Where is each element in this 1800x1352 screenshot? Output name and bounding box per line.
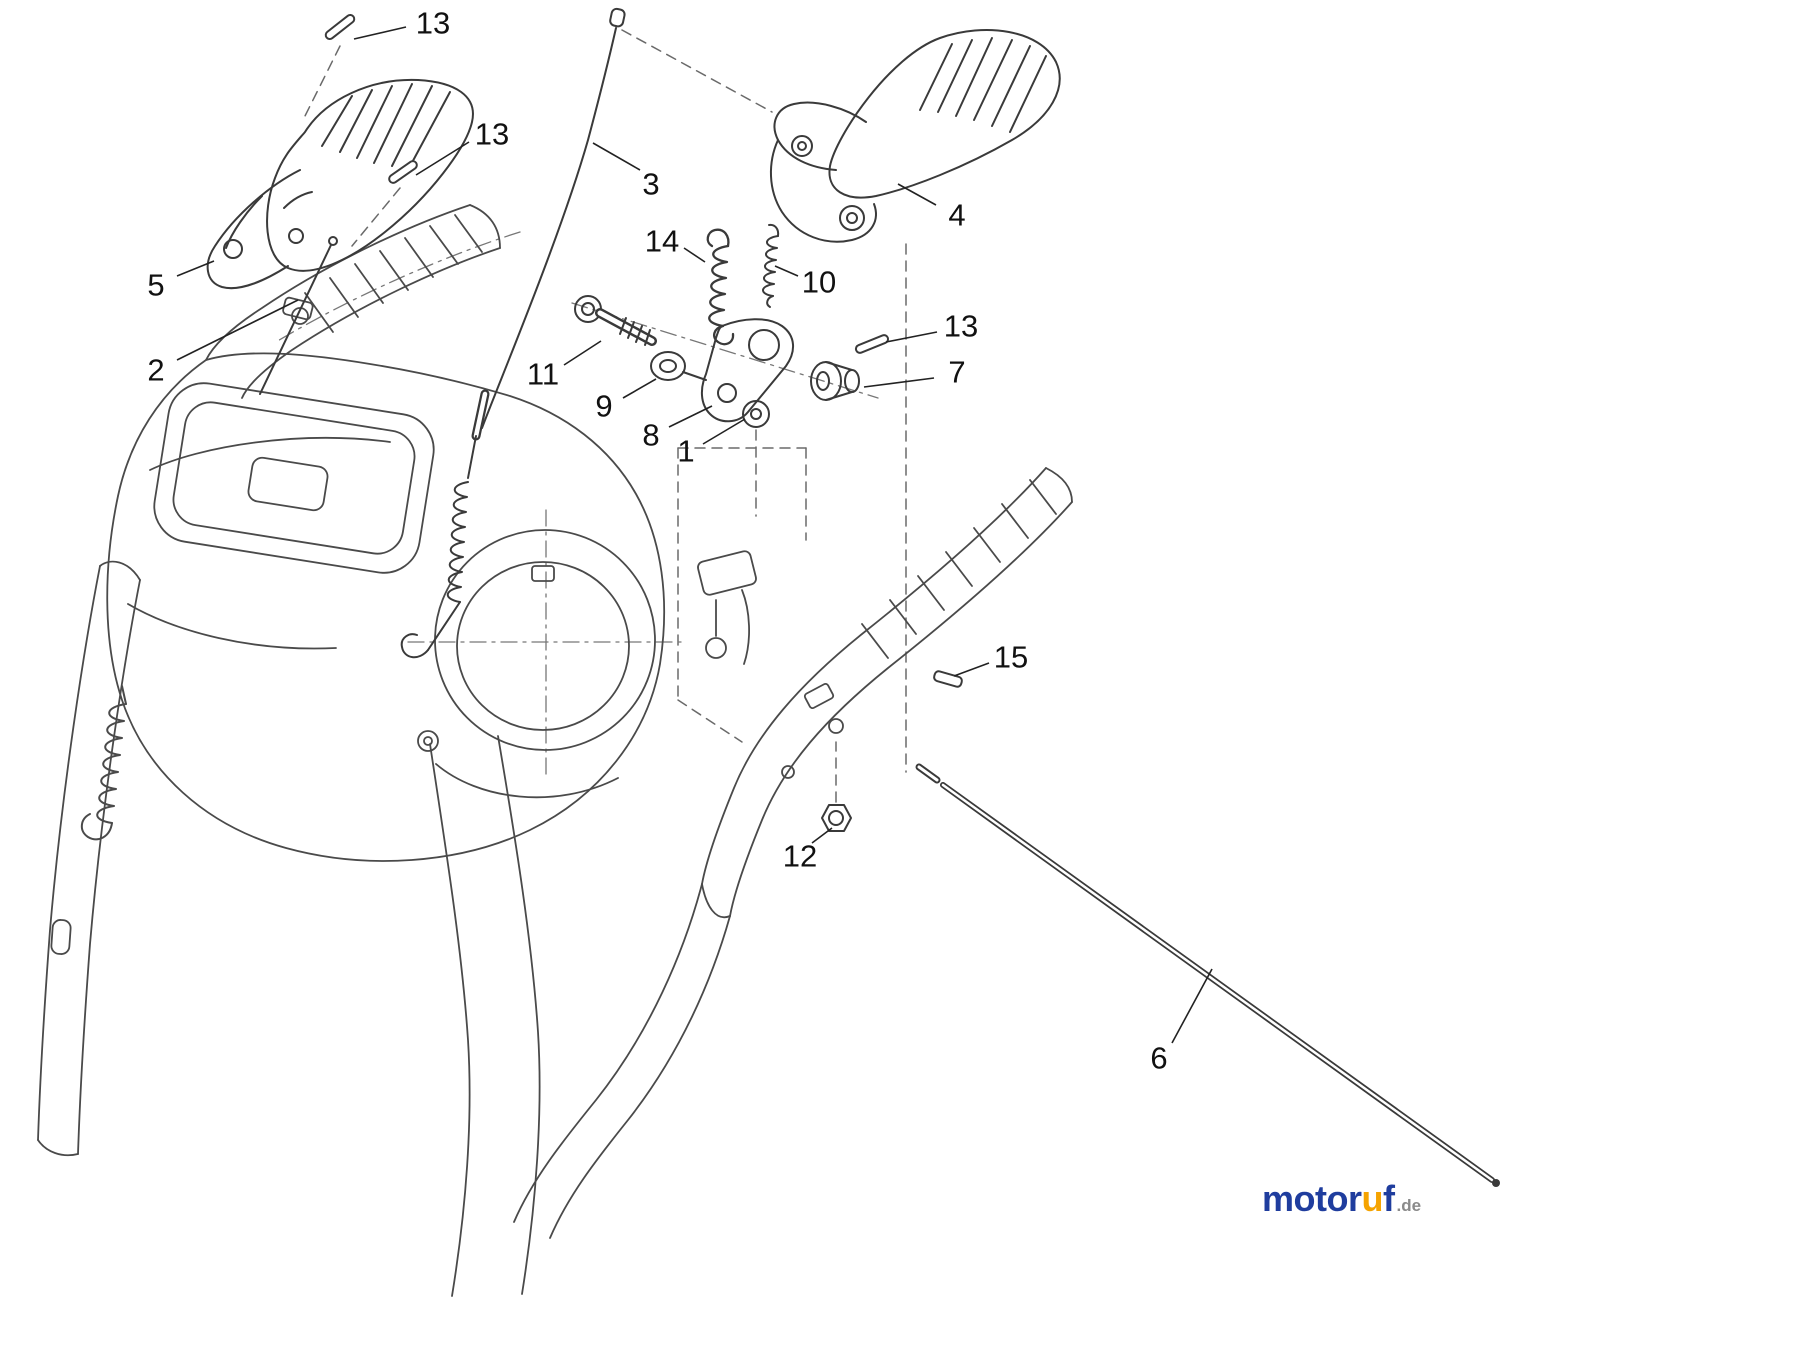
callout-label-12: 12	[782, 838, 818, 874]
callout-label-2: 2	[147, 352, 165, 388]
watermark-accent: u	[1361, 1178, 1384, 1219]
pin-top-left	[324, 13, 356, 41]
left-lower-tube	[37, 560, 141, 1157]
callout-label-11: 11	[526, 356, 560, 392]
callout-label-8: 8	[642, 417, 660, 453]
control-cable	[400, 7, 626, 659]
watermark-suffix: .de	[1396, 1196, 1422, 1215]
lower-center-tube	[429, 735, 731, 1297]
axis-centerlines	[275, 231, 879, 775]
upper-left-tube	[205, 204, 501, 399]
watermark-tail: f	[1383, 1178, 1395, 1219]
callout-label-1: 1	[677, 433, 695, 469]
roller-spacer	[810, 361, 860, 401]
extension-spring-large	[706, 228, 735, 346]
callout-label-3: 3	[642, 166, 660, 202]
callout-label-7: 7	[948, 354, 966, 390]
callout-label-13: 13	[474, 116, 510, 152]
pin-mid-left	[388, 160, 418, 184]
callout-label-14: 14	[644, 223, 680, 259]
callout-label-13: 13	[943, 308, 979, 344]
callout-label-10: 10	[801, 264, 837, 300]
callout-label-13: 13	[415, 5, 451, 41]
pin-right	[854, 334, 890, 354]
left-tube-spring	[80, 685, 127, 841]
right-handle-tube	[701, 467, 1073, 919]
pivot-plate	[700, 318, 794, 423]
speed-dial	[434, 529, 656, 751]
shift-rod	[915, 763, 1500, 1187]
left-handle-grip	[206, 78, 474, 290]
callout-label-9: 9	[595, 388, 613, 424]
carriage-bolt	[574, 295, 657, 346]
watermark-main: motor	[1262, 1178, 1362, 1219]
callout-label-5: 5	[147, 267, 165, 303]
extension-spring-small	[762, 223, 780, 308]
right-handle-grip	[769, 29, 1061, 243]
pivot-bushing	[650, 351, 707, 381]
console-body	[106, 296, 666, 862]
callout-label-15: 15	[993, 639, 1029, 675]
flange-nut	[821, 804, 852, 832]
washer	[742, 400, 770, 428]
callout-label-4: 4	[948, 197, 966, 233]
clevis-pin	[933, 670, 963, 688]
handle-bracket-detail	[697, 550, 757, 665]
brake-rod	[259, 236, 338, 395]
callout-label-6: 6	[1150, 1040, 1168, 1076]
